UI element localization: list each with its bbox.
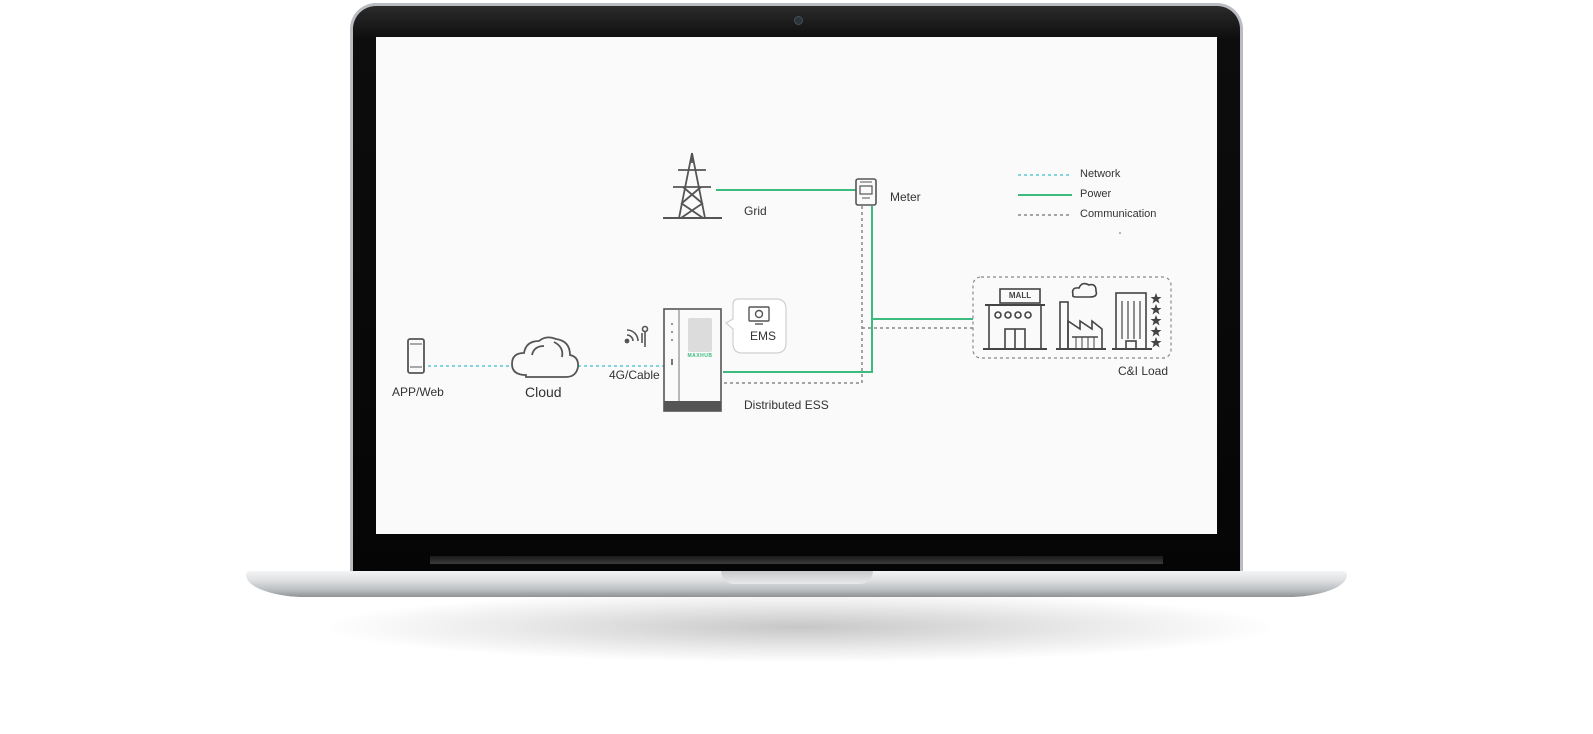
link-label: 4G/Cable	[609, 368, 660, 382]
mall-icon	[983, 288, 1047, 350]
meter-icon	[855, 178, 877, 206]
laptop-hinge	[430, 556, 1163, 564]
legend-communication-label: Communication	[1080, 208, 1157, 220]
transmission-tower-icon	[663, 152, 722, 219]
monitor-icon	[748, 306, 770, 325]
diagram-canvas: MAXHUB	[407, 152, 1172, 412]
mall-sign-label: MALL	[1008, 291, 1032, 300]
communication-connections	[723, 206, 973, 384]
laptop-shadow	[330, 592, 1270, 662]
ess-label: Distributed ESS	[744, 398, 829, 412]
cloud-label: Cloud	[525, 384, 562, 400]
app-web-label: APP/Web	[392, 385, 444, 399]
phone-icon	[407, 338, 425, 374]
wireless-signal-icon	[624, 329, 639, 344]
ess-brand-label: MAXHUB	[688, 353, 713, 359]
antenna-icon	[641, 325, 649, 347]
meter-label: Meter	[890, 190, 921, 204]
ess-cabinet-icon: MAXHUB	[663, 308, 722, 412]
ems-label: EMS	[750, 329, 777, 343]
laptop-screen: MAXHUB	[376, 37, 1217, 534]
load-group	[972, 276, 1172, 359]
grid-label: Grid	[744, 204, 767, 218]
legend-power-label: Power	[1080, 188, 1112, 200]
legend-network-label: Network	[1080, 168, 1121, 180]
cloud-icon	[511, 336, 579, 378]
system-diagram: MAXHUB	[376, 37, 1217, 534]
star-rating-icon	[1150, 293, 1162, 348]
power-connections	[716, 189, 973, 373]
hotel-building-icon	[1112, 292, 1152, 350]
laptop-notch	[721, 571, 873, 584]
comm-line-meter-ess	[723, 206, 863, 384]
power-line-meter-ess	[723, 206, 873, 373]
camera-icon	[794, 16, 803, 25]
legend-swatches	[1018, 174, 1121, 234]
ems-callout	[724, 298, 787, 354]
factory-icon	[1056, 282, 1106, 350]
load-label: C&I Load	[1118, 364, 1169, 378]
